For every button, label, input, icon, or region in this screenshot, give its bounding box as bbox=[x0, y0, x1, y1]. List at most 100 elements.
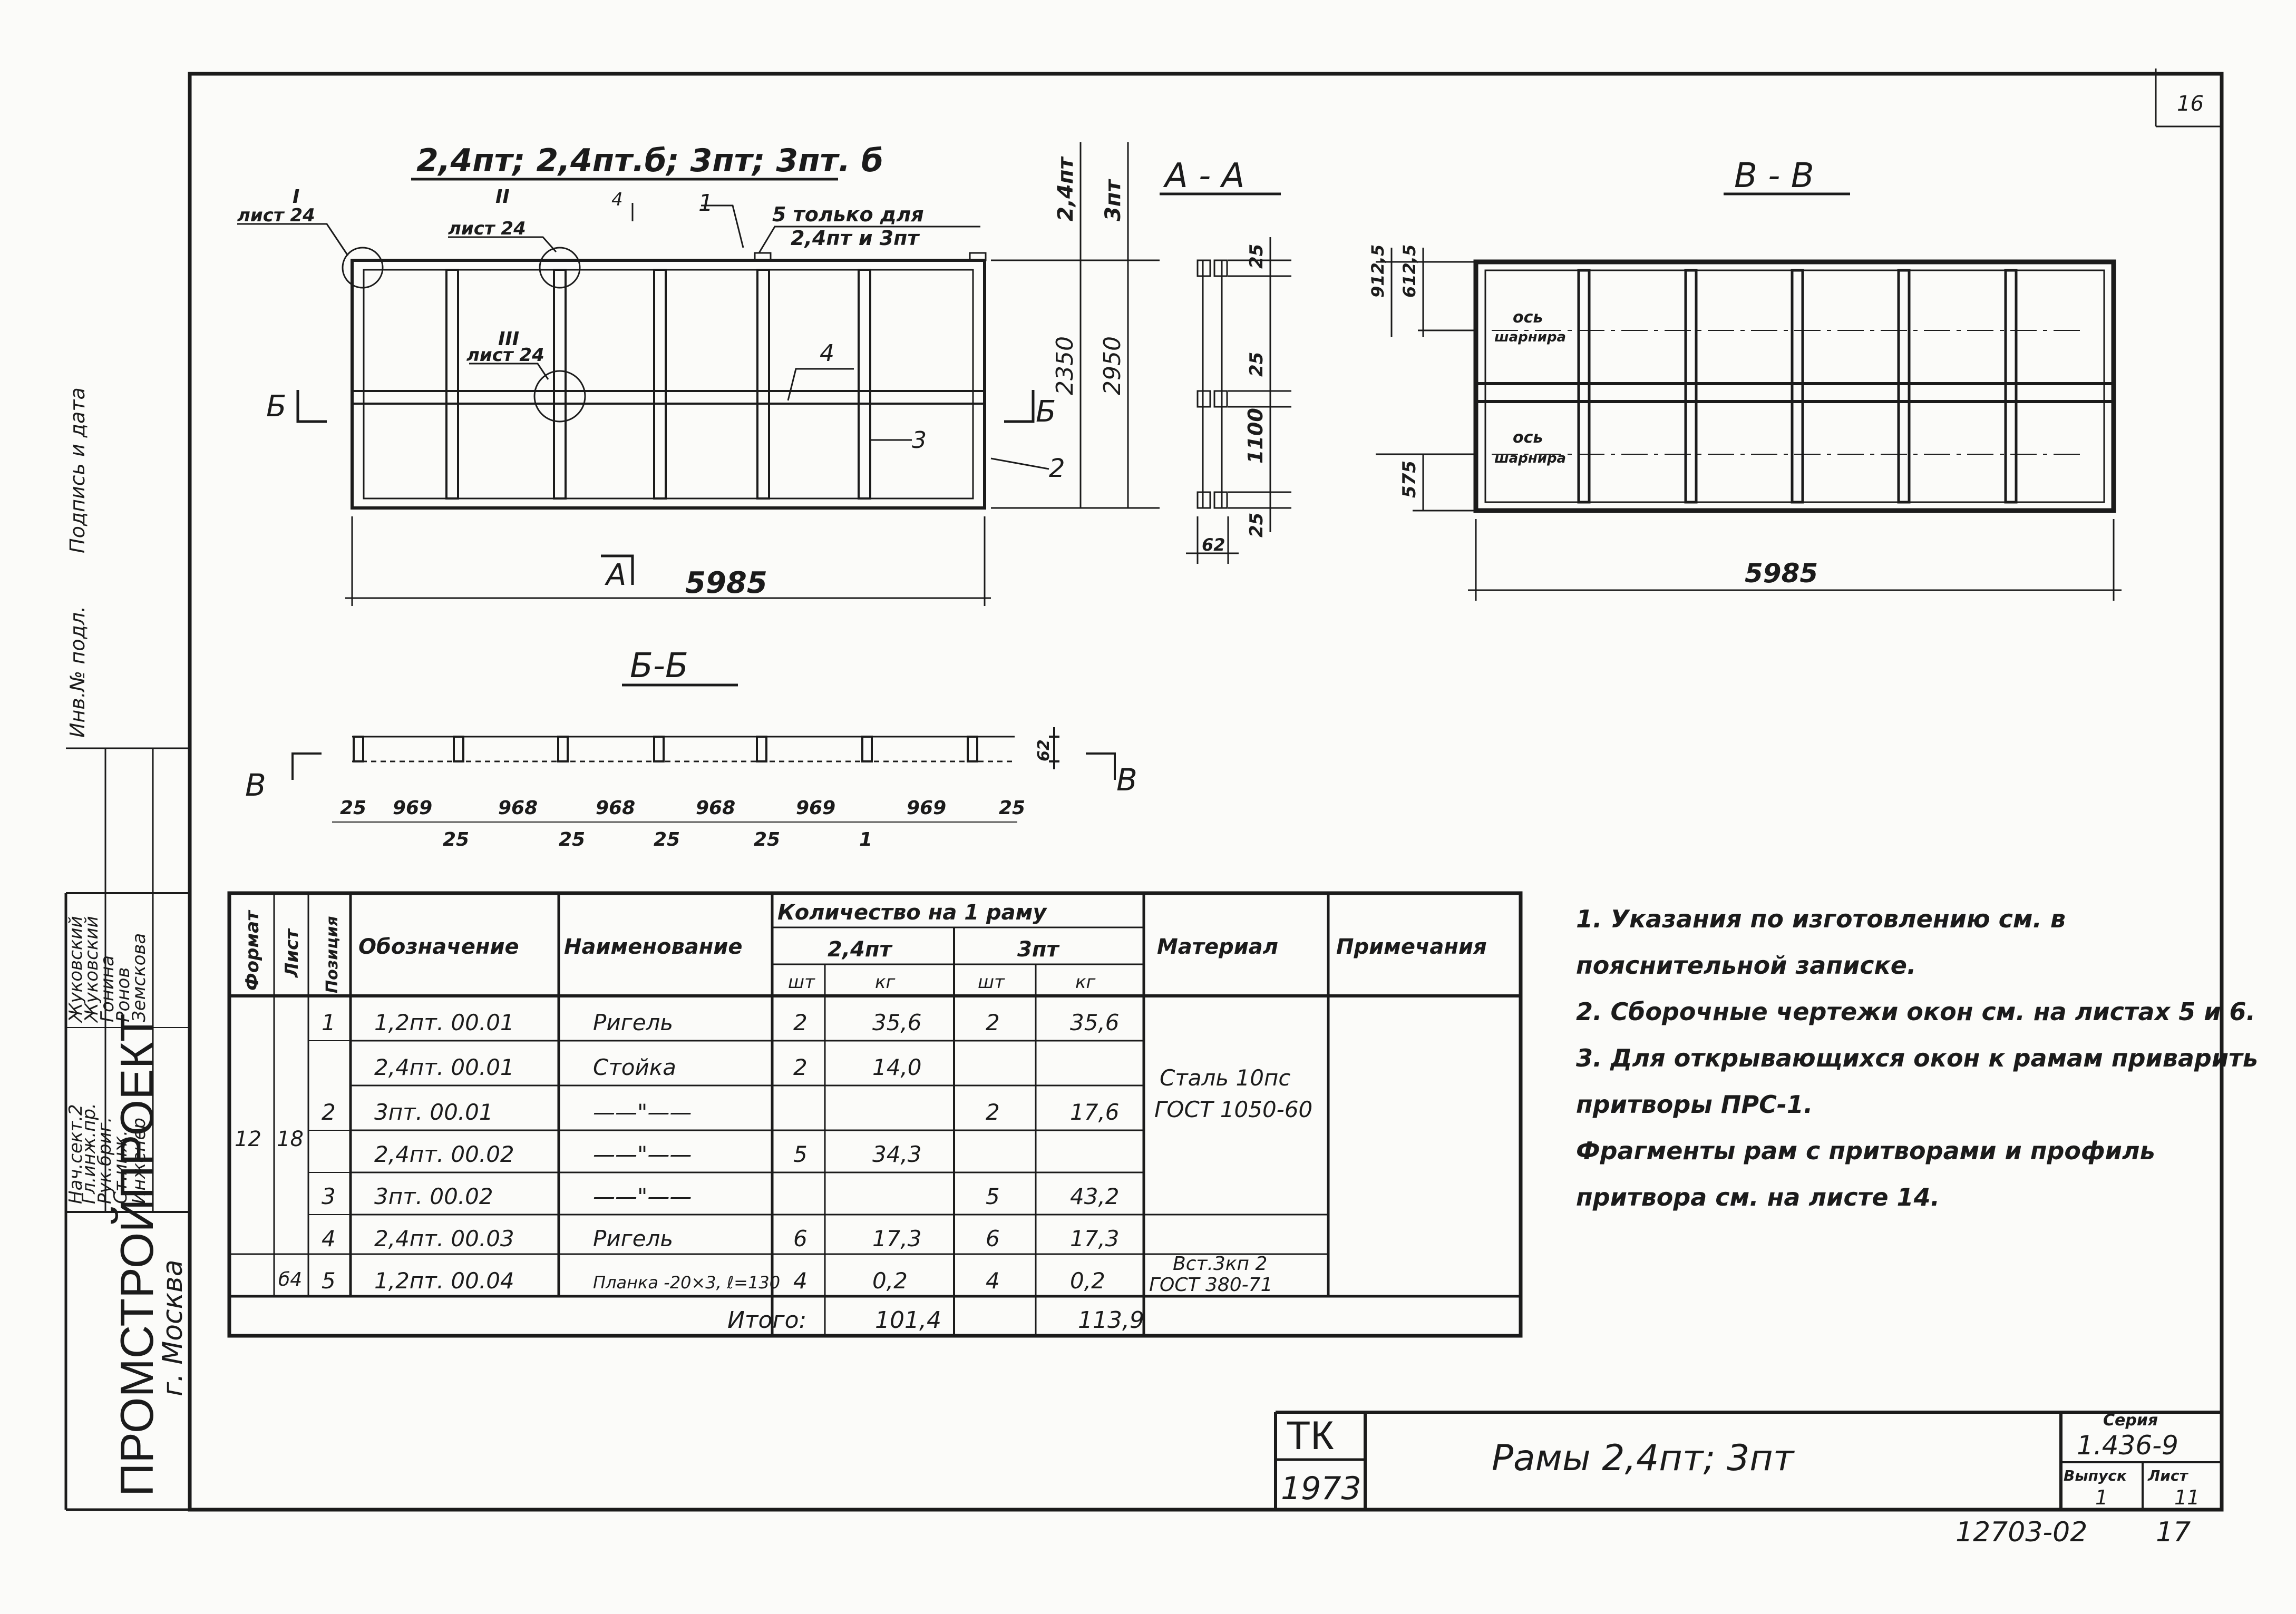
bb-dim-5985: 5985 bbox=[1745, 558, 1818, 589]
table-cell-k2: 0,2 bbox=[1070, 1268, 1105, 1294]
stamp-name-5: Земскова bbox=[129, 933, 150, 1022]
cell-sheet-2: б4 bbox=[278, 1269, 302, 1290]
notes-block: 1. Указания по изготовлению см. в поясни… bbox=[1576, 896, 2261, 1220]
bb-axis-2: ось bbox=[1513, 428, 1543, 447]
b6-dim-upper: 969 bbox=[393, 797, 432, 819]
main-mullion bbox=[756, 269, 770, 500]
th-24: 2,4пт bbox=[828, 937, 893, 962]
total-3: 113,9 bbox=[1078, 1307, 1144, 1334]
b6-dim-upper: 969 bbox=[907, 797, 946, 819]
b6-post bbox=[967, 736, 978, 762]
material-4: ГОСТ 380-71 bbox=[1149, 1274, 1272, 1296]
table-cell-k1: 34,3 bbox=[872, 1141, 922, 1167]
b6-dim-lower: 25 bbox=[443, 829, 469, 850]
cut-b-left: Б bbox=[266, 389, 286, 424]
table-cell-name: Планка -20×3, ℓ=130 bbox=[593, 1273, 780, 1293]
th-material: Материал bbox=[1157, 935, 1278, 959]
cell-sheet: 18 bbox=[277, 1127, 304, 1151]
table-cell-k2: 17,6 bbox=[1070, 1099, 1120, 1125]
aa-dim-25c: 25 bbox=[1246, 513, 1267, 537]
b6-dim-upper: 25 bbox=[340, 797, 366, 819]
table-cell-q2: 6 bbox=[986, 1226, 1000, 1251]
b6-dim-upper: 968 bbox=[596, 797, 635, 819]
main-mullion bbox=[553, 269, 567, 500]
material-1: Сталь 10пс bbox=[1160, 1065, 1290, 1091]
table-cell-pos: 3 bbox=[322, 1183, 336, 1209]
bb-axis-1: ось bbox=[1513, 308, 1543, 327]
table-cell-des: 1,2пт. 00.04 bbox=[374, 1268, 514, 1294]
cut-v-right: В bbox=[1116, 762, 1137, 798]
note-3: 3. Для открывающихся окон к рамам привар… bbox=[1576, 1044, 2258, 1119]
table-cell-q2: 4 bbox=[986, 1268, 1000, 1294]
aa-section bbox=[1186, 237, 1291, 564]
b6-dim-upper: 969 bbox=[796, 797, 835, 819]
th-kg-2: кг bbox=[1075, 972, 1096, 993]
table-cell-name: Стойка bbox=[593, 1054, 676, 1080]
title-block bbox=[1274, 1411, 2222, 1510]
cut-a: А bbox=[605, 558, 626, 592]
b6-posts bbox=[353, 736, 978, 762]
tb-sheet-label: Лист bbox=[2147, 1467, 2188, 1484]
b6-dim-lower: 1 bbox=[859, 829, 872, 850]
table-cell-name: Ригель bbox=[593, 1010, 673, 1035]
main-mullions bbox=[445, 252, 987, 500]
callout-circle-1 bbox=[342, 247, 384, 289]
th-pcs-1: шт bbox=[788, 972, 815, 993]
pos-label-2: 2 bbox=[1049, 454, 1065, 483]
tb-doc-number: 12703-02 bbox=[1956, 1517, 2087, 1548]
tb-title: Рамы 2,4пт; 3пт bbox=[1492, 1437, 1795, 1479]
th-format: Формат bbox=[242, 909, 263, 991]
stamp-name-1: Жуковский bbox=[65, 916, 86, 1023]
main-view-title: 2,4пт; 2,4пт.б; 3пт; 3пт. б bbox=[416, 142, 883, 179]
callout-3-roman: III bbox=[498, 328, 519, 350]
b6-post bbox=[557, 736, 569, 762]
main-mullion bbox=[653, 269, 667, 500]
tb-issue-label: Выпуск bbox=[2064, 1467, 2127, 1484]
table-cell-q2: 5 bbox=[986, 1183, 1000, 1209]
type-3: 3пт bbox=[1101, 179, 1125, 221]
main-frame bbox=[351, 259, 986, 510]
stamp-org: ПРОМСТРОЙПРОЕКТ bbox=[111, 1013, 163, 1496]
bb-mullion bbox=[2004, 269, 2018, 504]
b6-dim-upper: 968 bbox=[696, 797, 735, 819]
main-plate bbox=[969, 252, 987, 261]
table-cell-des: 3пт. 00.01 bbox=[374, 1099, 493, 1125]
sheet-corner-number: 16 bbox=[2177, 92, 2204, 116]
th-kg-1: кг bbox=[875, 972, 896, 993]
note-4: Фрагменты рам с притворами и профиль при… bbox=[1576, 1137, 2155, 1211]
bb-mullion bbox=[1577, 269, 1591, 504]
table-cell-q2: 2 bbox=[986, 1099, 1000, 1125]
tb-issue-value: 1 bbox=[2095, 1486, 2108, 1509]
table-cell-q1: 4 bbox=[793, 1268, 808, 1294]
main-plate bbox=[754, 252, 772, 261]
b6-section bbox=[352, 736, 1015, 762]
b6-dim-upper: 25 bbox=[999, 797, 1025, 819]
table-cell-des: 2,4пт. 00.02 bbox=[374, 1141, 514, 1167]
bb-mullion bbox=[1791, 269, 1804, 504]
table-cell-q1: 5 bbox=[793, 1141, 808, 1167]
bb-dim-6125: 612,5 bbox=[1399, 244, 1419, 298]
table-cell-k2: 17,3 bbox=[1070, 1226, 1120, 1251]
stamp-inv-label: Инв.№ подл. bbox=[66, 606, 89, 738]
bb-dim-575: 575 bbox=[1399, 461, 1420, 498]
bb-hinge-1: шарнира bbox=[1494, 329, 1566, 345]
th-qty: Количество на 1 раму bbox=[777, 901, 1047, 925]
main-mullion bbox=[445, 269, 459, 500]
callout-1-sheet: лист 24 bbox=[237, 205, 315, 226]
cut-v-left: В bbox=[245, 767, 266, 803]
total-label: Итого: bbox=[727, 1307, 806, 1334]
type-24: 2,4пт bbox=[1054, 156, 1078, 221]
stamp-name-4: Ронов bbox=[113, 967, 134, 1022]
th-designation: Обозначение bbox=[358, 935, 519, 959]
table-cell-des: 1,2пт. 00.01 bbox=[374, 1010, 514, 1035]
table-cell-name: ——"—— bbox=[593, 1183, 692, 1209]
table-cell-des: 2,4пт. 00.01 bbox=[374, 1054, 514, 1080]
b6-dim-lower: 25 bbox=[754, 829, 780, 850]
cell-format: 12 bbox=[235, 1127, 261, 1151]
main-mullion bbox=[858, 269, 871, 500]
material-3: Вст.3кп 2 bbox=[1173, 1253, 1267, 1275]
b6-post bbox=[756, 736, 767, 762]
cut-b-right: Б bbox=[1036, 395, 1056, 429]
tb-doc-sheet: 17 bbox=[2156, 1517, 2191, 1548]
